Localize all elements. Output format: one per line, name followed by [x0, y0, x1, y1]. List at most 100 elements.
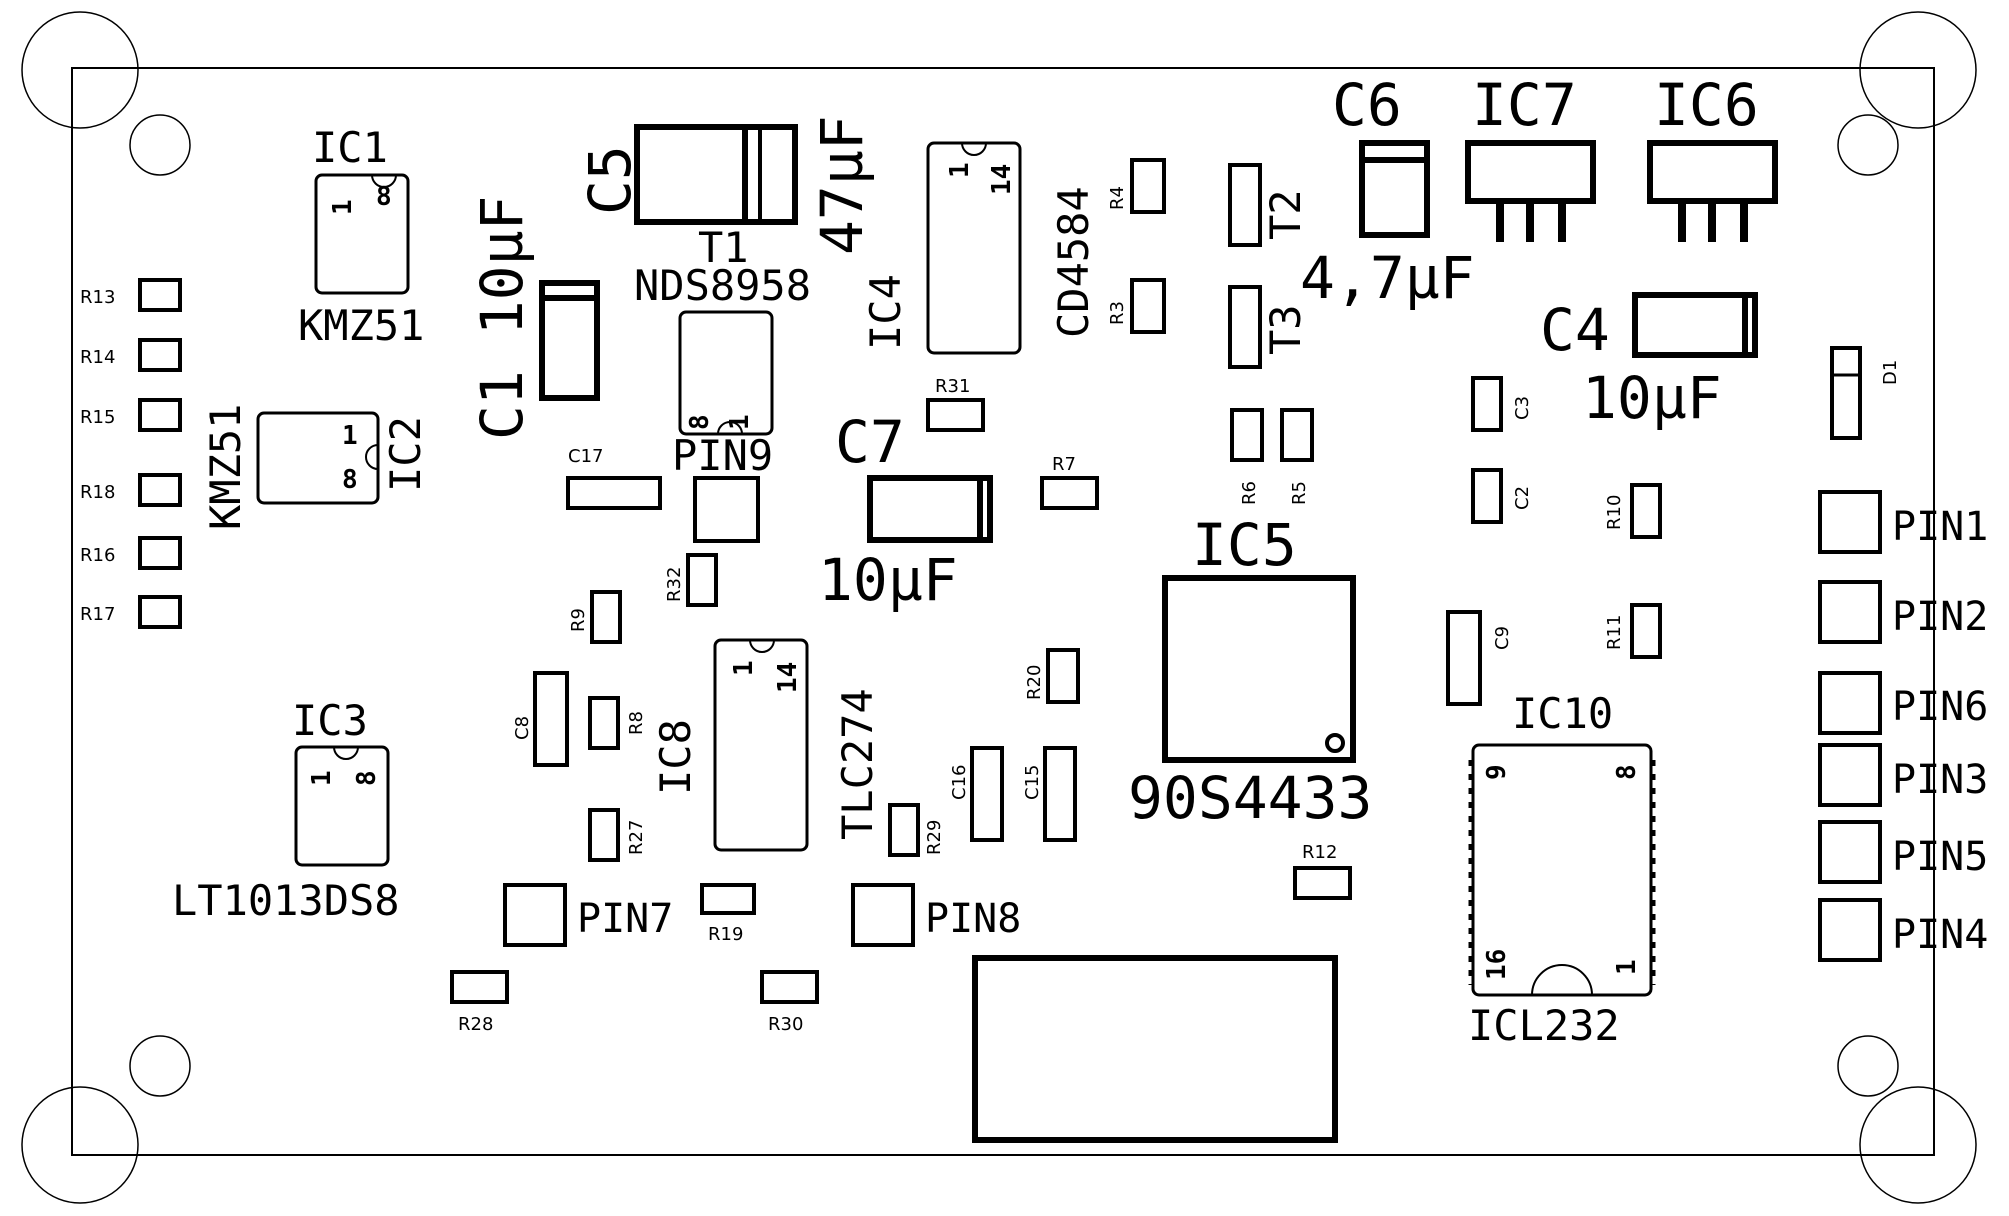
ic8-pin-a: 1 — [729, 660, 759, 676]
ic6-package: IC6 — [1647, 71, 1778, 242]
r15-label: R15 — [80, 407, 115, 428]
c15-label: C15 — [1022, 765, 1043, 800]
r27-label: R27 — [626, 820, 647, 855]
c6-value: 4,7µF — [1300, 244, 1475, 312]
r11-label: R11 — [1604, 615, 1625, 650]
mounting-holes — [21, 11, 1977, 1204]
ic3-value: LT1013DS8 — [172, 876, 400, 925]
ic10-ref: IC10 — [1512, 689, 1613, 738]
ic8-value: TLC274 — [833, 688, 882, 840]
pin7-label: PIN7 — [577, 896, 673, 942]
r9-label: R9 — [568, 608, 589, 632]
r12-pad — [1293, 866, 1352, 900]
c6-capacitor: C6 4,7µF — [1300, 71, 1475, 312]
c7-value: 10µF — [818, 546, 958, 614]
ic1-ref: IC1 — [312, 123, 388, 172]
c5-value: 47µF — [808, 115, 876, 255]
ic2-ref: IC2 — [381, 416, 430, 492]
pin2-label: PIN2 — [1892, 594, 1988, 640]
ic7-ref: IC7 — [1472, 71, 1577, 139]
ic3-pin-b: 8 — [352, 770, 382, 786]
c5-ref: C5 — [576, 145, 644, 215]
ic4-pin-b: 14 — [987, 164, 1017, 195]
r3-r4-pads — [1130, 158, 1166, 334]
r18-label: R18 — [80, 482, 115, 503]
r17-label: R17 — [80, 604, 115, 625]
c2-label: C2 — [1512, 486, 1533, 510]
ic5-package: IC5 90S4433 — [1128, 511, 1372, 832]
ic1-package: IC1 KMZ51 1 8 — [298, 123, 424, 350]
ic5-ref: IC5 — [1192, 511, 1297, 579]
t1-value: NDS8958 — [634, 261, 811, 310]
c4-value: 10µF — [1582, 364, 1722, 432]
ic10-pin-tr: 8 — [1612, 764, 1642, 780]
ic10-package: IC10 ICL232 9 8 16 1 — [1468, 689, 1656, 1050]
c4-ref: C4 — [1540, 296, 1610, 364]
pin8-label: PIN8 — [925, 896, 1021, 942]
ic10-value: ICL232 — [1468, 1001, 1620, 1050]
pin3-label: PIN3 — [1892, 757, 1988, 803]
t2-ref: T2 — [1261, 189, 1310, 240]
pin6-label: PIN6 — [1892, 684, 1988, 730]
left-resistor-column — [138, 278, 182, 629]
ic4-pin-a: 1 — [945, 162, 975, 178]
r3-label: R3 — [1107, 301, 1128, 325]
r14-label: R14 — [80, 347, 115, 368]
r20-label: R20 — [1024, 665, 1045, 700]
t1-pin-b: 1 — [725, 414, 755, 430]
ic4-package: 1 14 IC4 CD4584 — [861, 141, 1098, 355]
c3-label: C3 — [1512, 396, 1533, 420]
ic8-pin-b: 14 — [773, 662, 803, 693]
r7-label: R7 — [1052, 454, 1076, 475]
ic10-pin-bl: 16 — [1482, 949, 1512, 980]
board-outline — [71, 67, 1935, 1156]
t3-ref: T3 — [1261, 304, 1310, 355]
ic1-value: KMZ51 — [298, 301, 424, 350]
c5-capacitor: C5 47µF — [576, 115, 876, 255]
ic10-pin-br: 1 — [1612, 959, 1642, 975]
ic1-pin-b: 8 — [376, 182, 392, 212]
c17-label: C17 — [568, 446, 603, 467]
r28-label: R28 — [458, 1014, 493, 1035]
ic6-ref: IC6 — [1654, 71, 1759, 139]
r31-label: R31 — [935, 376, 970, 397]
c1-ref-value: C1 10µF — [468, 196, 536, 440]
d1-ref: D1 — [1880, 360, 1901, 385]
pin9-label: PIN9 — [672, 431, 773, 480]
pin1-label: PIN1 — [1892, 504, 1988, 550]
ic10-pin-tl: 9 — [1482, 764, 1512, 780]
c6-ref: C6 — [1332, 71, 1402, 139]
t1-package: T1 NDS8958 8 1 PIN9 — [634, 223, 811, 480]
ic4-value: CD4584 — [1049, 186, 1098, 338]
t1-ref: T1 — [698, 223, 749, 272]
ic1-pin-a: 1 — [328, 199, 358, 215]
c7-capacitor: C7 10µF — [818, 408, 993, 614]
d1-diode: D1 — [1830, 346, 1901, 440]
pin4-label: PIN4 — [1892, 912, 1988, 958]
connector-footprint — [972, 955, 1338, 1143]
ic2-pin-a: 1 — [342, 421, 358, 451]
pin5-label: PIN5 — [1892, 834, 1988, 880]
r4-label: R4 — [1107, 186, 1128, 210]
c8-label: C8 — [512, 716, 533, 740]
mid-left-smd — [533, 476, 760, 862]
bottom-left-pads — [450, 883, 915, 1004]
c16-label: C16 — [949, 765, 970, 800]
right-pin-pads — [1818, 490, 1882, 962]
t2-t3 — [1228, 163, 1262, 369]
mid-center-smd — [888, 648, 1080, 857]
c7-ref: C7 — [835, 408, 905, 476]
r32-label: R32 — [664, 567, 685, 602]
r31-r7-pads — [926, 398, 1099, 510]
r6-label: R6 — [1239, 481, 1260, 505]
r16-label: R16 — [80, 545, 115, 566]
r12-label: R12 — [1302, 842, 1337, 863]
r8-label: R8 — [626, 711, 647, 735]
ic3-pin-a: 1 — [307, 770, 337, 786]
ic2-package: 1 8 IC2 KMZ51 — [201, 404, 430, 530]
c4-capacitor: C4 10µF — [1540, 292, 1758, 432]
ic2-pin-b: 8 — [342, 465, 358, 495]
r30-label: R30 — [768, 1014, 803, 1035]
r5-r6-pads — [1230, 408, 1314, 462]
